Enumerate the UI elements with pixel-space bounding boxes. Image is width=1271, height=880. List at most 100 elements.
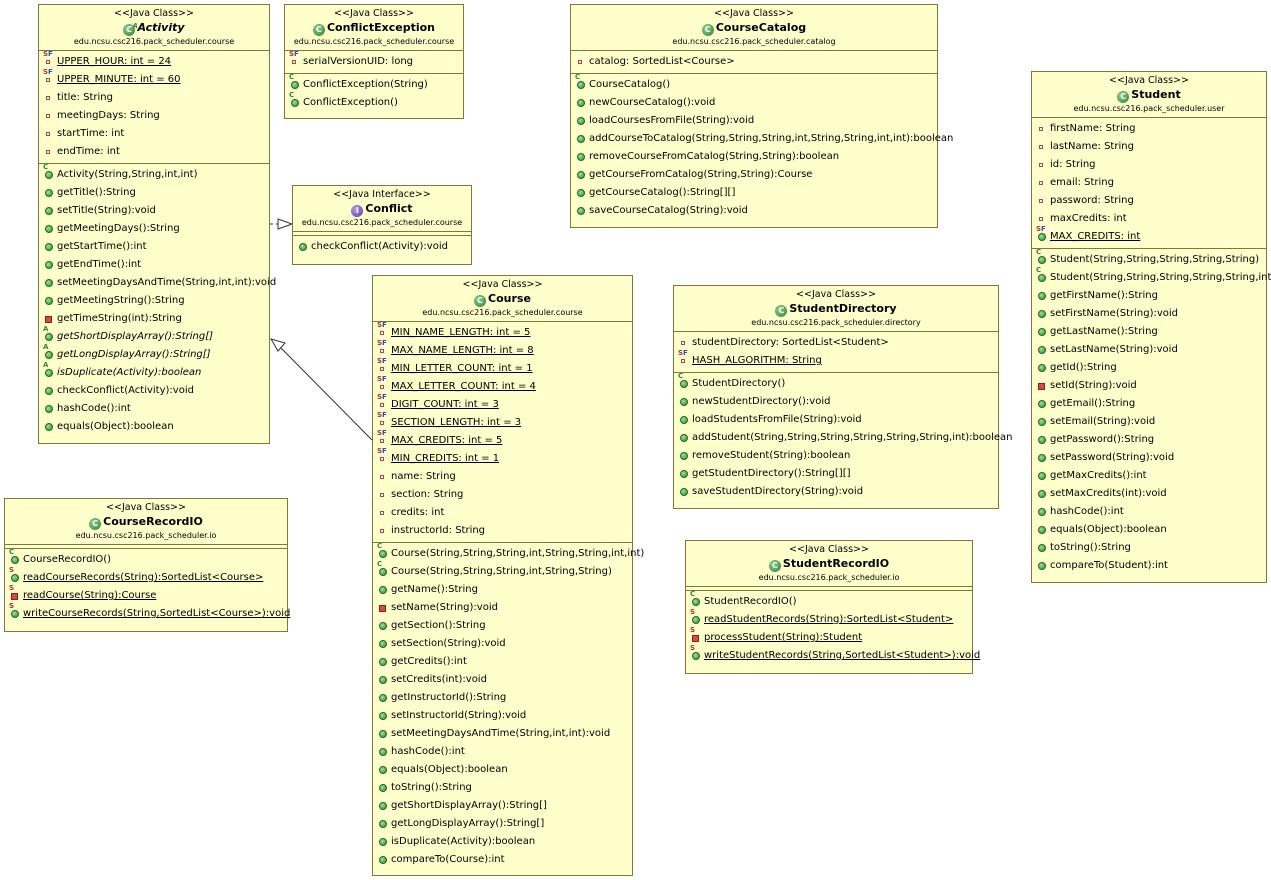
- method-row[interactable]: getStudentDirectory():String[][]: [674, 465, 998, 483]
- field-row[interactable]: meetingDays: String: [39, 107, 269, 125]
- field-row[interactable]: endTime: int: [39, 143, 269, 161]
- method-row[interactable]: getSection():String: [373, 617, 632, 635]
- method-row[interactable]: hashCode():int: [373, 743, 632, 761]
- method-row[interactable]: setFirstName(String):void: [1032, 305, 1266, 323]
- method-row[interactable]: newCourseCatalog():void: [571, 94, 937, 112]
- method-row[interactable]: setMaxCredits(int):void: [1032, 485, 1266, 503]
- method-row[interactable]: saveCourseCatalog(String):void: [571, 202, 937, 220]
- method-row[interactable]: removeStudent(String):boolean: [674, 447, 998, 465]
- method-row[interactable]: getMaxCredits():int: [1032, 467, 1266, 485]
- field-row[interactable]: studentDirectory: SortedList<Student>: [674, 334, 998, 352]
- method-row[interactable]: compareTo(Student):int: [1032, 557, 1266, 575]
- method-row[interactable]: getStartTime():int: [39, 238, 269, 256]
- method-row[interactable]: getFirstName():String: [1032, 287, 1266, 305]
- field-row[interactable]: instructorId: String: [373, 522, 632, 540]
- field-row[interactable]: maxCredits: int: [1032, 210, 1266, 228]
- field-row[interactable]: section: String: [373, 486, 632, 504]
- method-row[interactable]: hashCode():int: [39, 400, 269, 418]
- method-row[interactable]: getCredits():int: [373, 653, 632, 671]
- method-row[interactable]: equals(Object):boolean: [373, 761, 632, 779]
- method-row[interactable]: saveStudentDirectory(String):void: [674, 483, 998, 501]
- field-row[interactable]: name: String: [373, 468, 632, 486]
- method-row[interactable]: setEmail(String):void: [1032, 413, 1266, 431]
- method-row[interactable]: getTitle():String: [39, 184, 269, 202]
- method-row[interactable]: getName():String: [373, 581, 632, 599]
- field-row[interactable]: lastName: String: [1032, 138, 1266, 156]
- method-row[interactable]: getCourseCatalog():String[][]: [571, 184, 937, 202]
- method-row[interactable]: removeCourseFromCatalog(String,String):b…: [571, 148, 937, 166]
- field-row[interactable]: email: String: [1032, 174, 1266, 192]
- method-row[interactable]: newStudentDirectory():void: [674, 393, 998, 411]
- method-row[interactable]: hashCode():int: [1032, 503, 1266, 521]
- method-row[interactable]: checkConflict(Activity):void: [39, 382, 269, 400]
- method-row[interactable]: setId(String):void: [1032, 377, 1266, 395]
- method-row[interactable]: loadCoursesFromFile(String):void: [571, 112, 937, 130]
- method-row[interactable]: getMeetingDays():String: [39, 220, 269, 238]
- method-row[interactable]: equals(Object):boolean: [39, 418, 269, 436]
- method-row[interactable]: getLastName():String: [1032, 323, 1266, 341]
- field-row[interactable]: password: String: [1032, 192, 1266, 210]
- method-row[interactable]: getMeetingString():String: [39, 292, 269, 310]
- field-row[interactable]: credits: int: [373, 504, 632, 522]
- method-row[interactable]: setPassword(String):void: [1032, 449, 1266, 467]
- method-row[interactable]: toString():String: [373, 779, 632, 797]
- method-row[interactable]: compareTo(Course):int: [373, 851, 632, 869]
- method-row[interactable]: getCourseFromCatalog(String,String):Cour…: [571, 166, 937, 184]
- method-row[interactable]: getInstructorId():String: [373, 689, 632, 707]
- method-row[interactable]: getPassword():String: [1032, 431, 1266, 449]
- method-row[interactable]: addCourseToCatalog(String,String,String,…: [571, 130, 953, 148]
- field-row[interactable]: id: String: [1032, 156, 1266, 174]
- method-row[interactable]: setMeetingDaysAndTime(String,int,int):vo…: [373, 725, 632, 743]
- method-row[interactable]: getEndTime():int: [39, 256, 269, 274]
- method-row[interactable]: setTitle(String):void: [39, 202, 269, 220]
- method-row[interactable]: getShortDisplayArray():String[]: [373, 797, 632, 815]
- method-row[interactable]: setInstructorId(String):void: [373, 707, 632, 725]
- method-row[interactable]: isDuplicate(Activity):boolean: [373, 833, 632, 851]
- method-row[interactable]: checkConflict(Activity):void: [293, 238, 471, 256]
- field-row[interactable]: catalog: SortedList<Course>: [571, 53, 937, 71]
- method-row[interactable]: getLongDisplayArray():String[]: [373, 815, 632, 833]
- method-row[interactable]: setLastName(String):void: [1032, 341, 1266, 359]
- method-row[interactable]: addStudent(String,String,String,String,S…: [674, 429, 1013, 447]
- method-row[interactable]: setCredits(int):void: [373, 671, 632, 689]
- method-row[interactable]: getTimeString(int):String: [39, 310, 269, 328]
